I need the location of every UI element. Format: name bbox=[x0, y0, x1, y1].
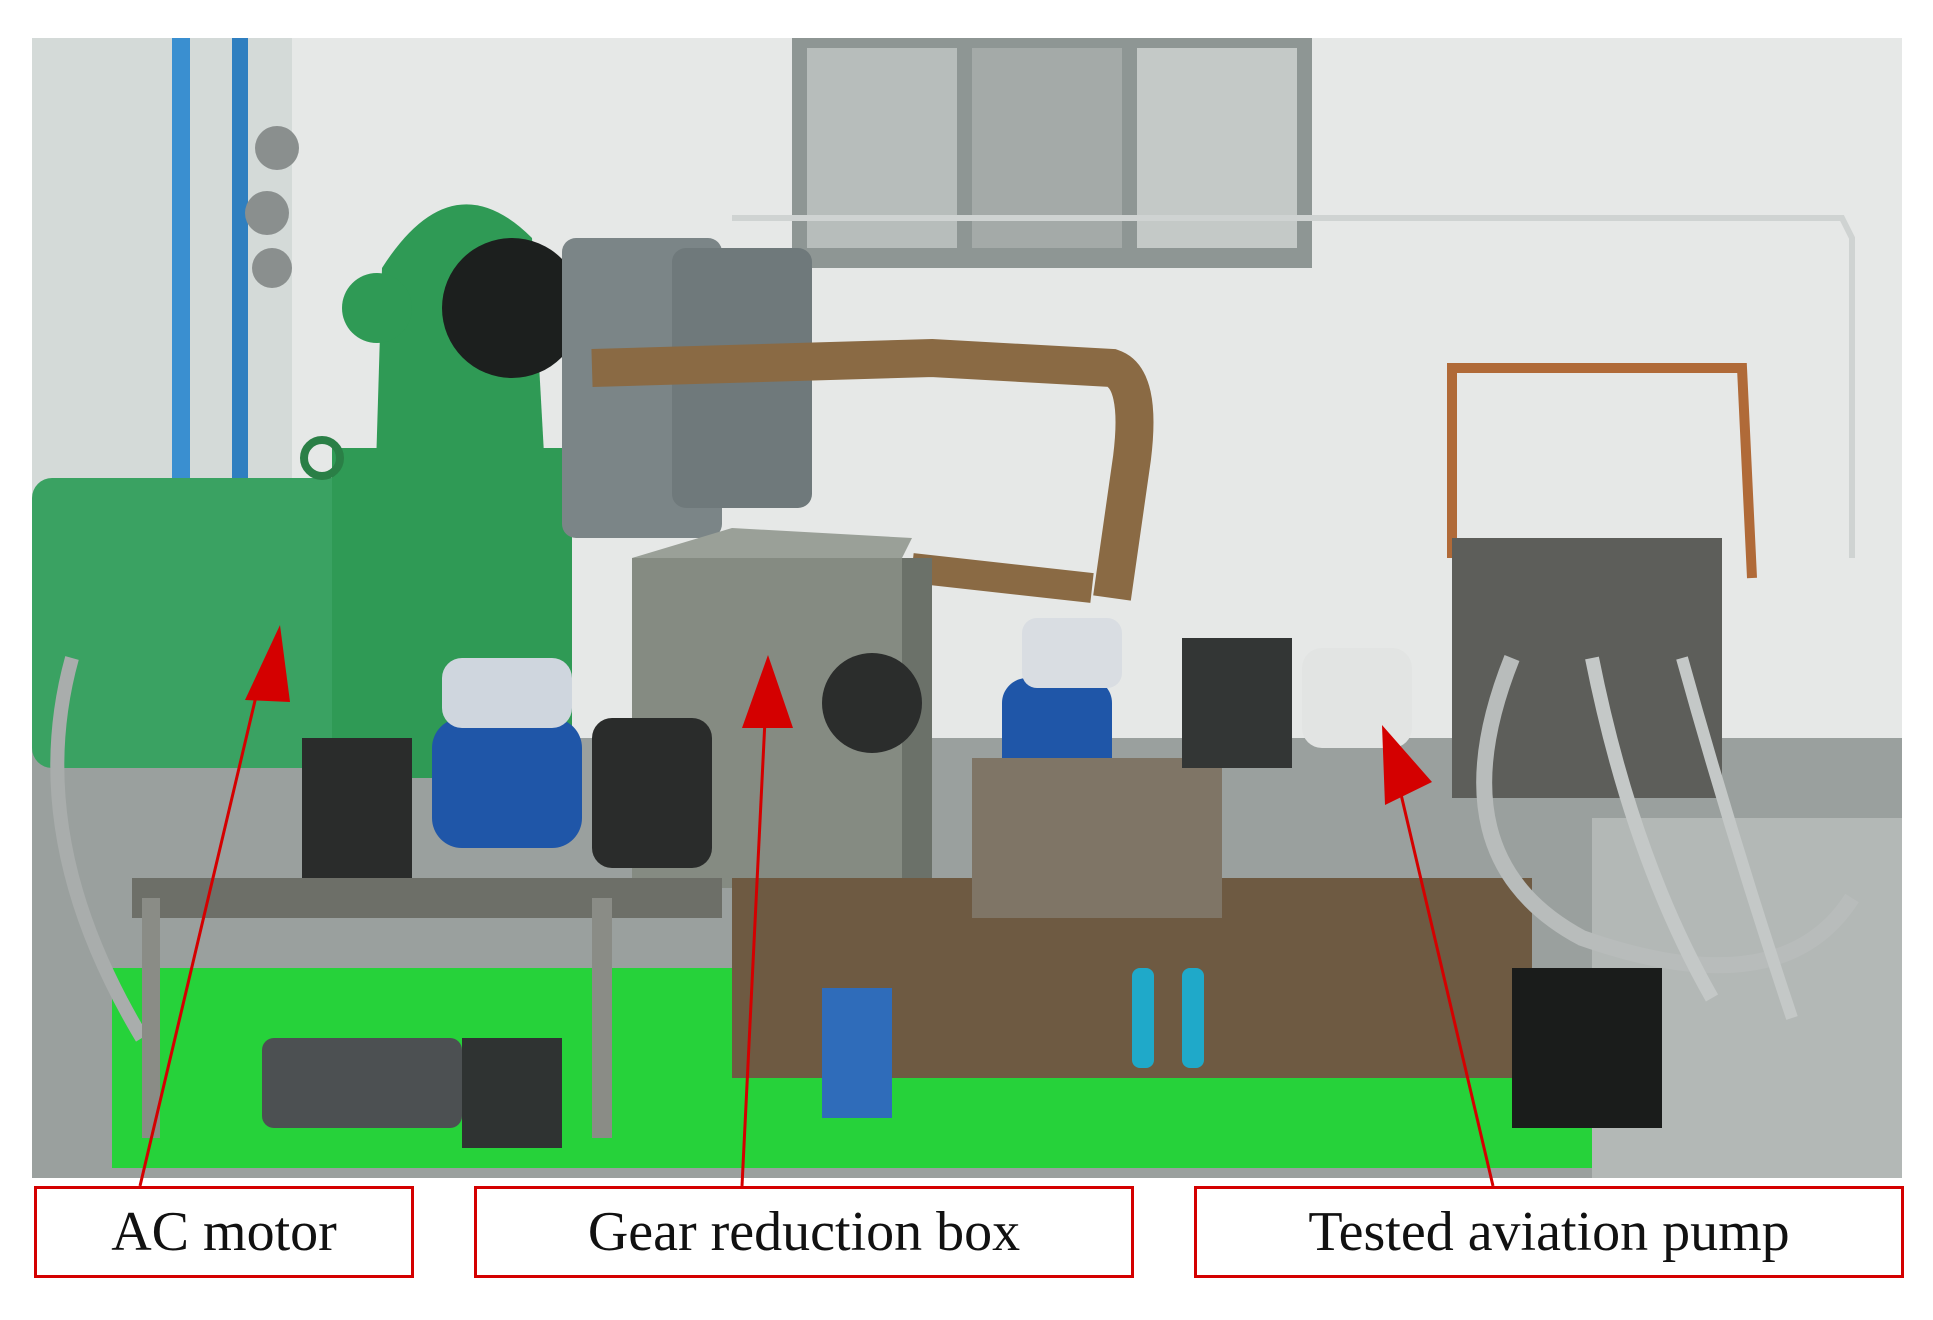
tested-aviation-pump-label-box: Tested aviation pump bbox=[1194, 1186, 1904, 1278]
test-rig-photo bbox=[32, 38, 1902, 1178]
ac-motor-label-box: AC motor bbox=[34, 1186, 414, 1278]
gear-reduction-box-label: Gear reduction box bbox=[587, 1201, 1021, 1263]
ac-motor-label: AC motor bbox=[111, 1201, 337, 1263]
tested-aviation-pump-label: Tested aviation pump bbox=[1308, 1201, 1790, 1263]
gear-reduction-box-label-box: Gear reduction box bbox=[474, 1186, 1134, 1278]
